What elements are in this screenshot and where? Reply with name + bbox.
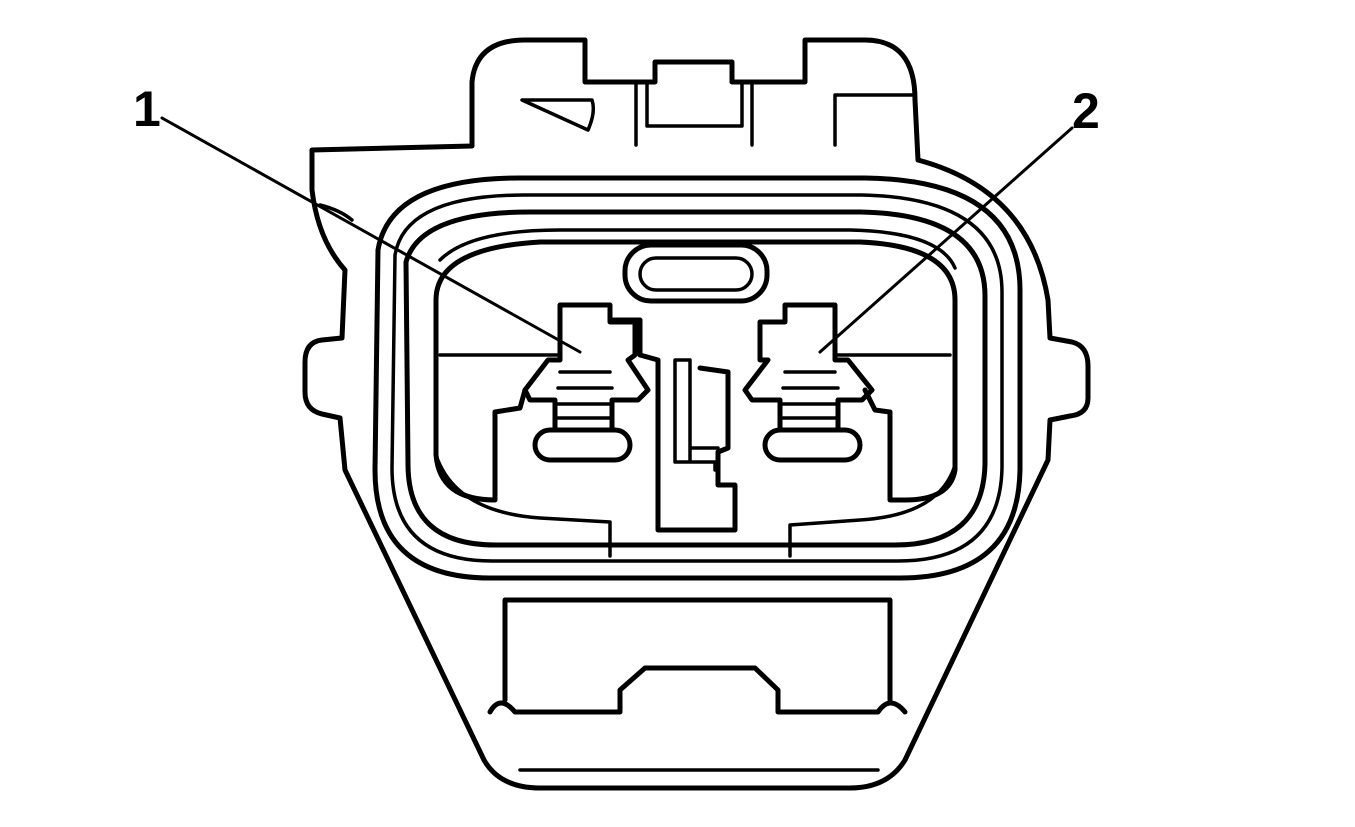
seal-ring-middle: [390, 193, 1004, 563]
callout-label-1: 1: [133, 81, 161, 137]
leader-line-1: [160, 116, 582, 354]
bottom-latch: [487, 597, 908, 772]
bottom-latch-frame: [502, 597, 893, 703]
seal-ring-outer: [372, 175, 1023, 581]
latch-tab: [645, 80, 744, 128]
terminal-1-slot: [532, 427, 633, 463]
seal-ring-inner: [403, 209, 988, 548]
latch-window-left: [634, 80, 754, 147]
key-slot-outer: [622, 242, 770, 304]
key-slot-inner: [638, 256, 754, 292]
bottom-latch-tab: [487, 665, 908, 715]
callout-labels: 1 2: [133, 81, 1100, 139]
terminal-cavity: [433, 239, 958, 558]
housing-mark: [318, 203, 354, 222]
terminal-1: [522, 302, 651, 463]
center-divider: [607, 317, 738, 533]
terminal-1-body: [522, 302, 651, 433]
leader-line-2: [818, 126, 1074, 354]
terminal-2-body: [742, 302, 875, 433]
terminal-2-ridges: [781, 370, 840, 420]
latch-block-right: [833, 93, 917, 147]
terminal-2-slot: [762, 427, 863, 463]
latch-arrow: [520, 98, 596, 132]
callout-leaders: [160, 116, 1074, 354]
cavity-rim-top: [438, 228, 957, 270]
cavity-floor: [434, 453, 957, 558]
connector-housing: [302, 37, 1091, 791]
seal-rings: [372, 175, 1023, 581]
callout-label-2: 2: [1072, 83, 1100, 139]
housing-outline: [302, 37, 1091, 791]
terminal-2: [742, 302, 875, 463]
terminal-1-ridges: [556, 370, 614, 420]
center-latch: [673, 358, 720, 472]
